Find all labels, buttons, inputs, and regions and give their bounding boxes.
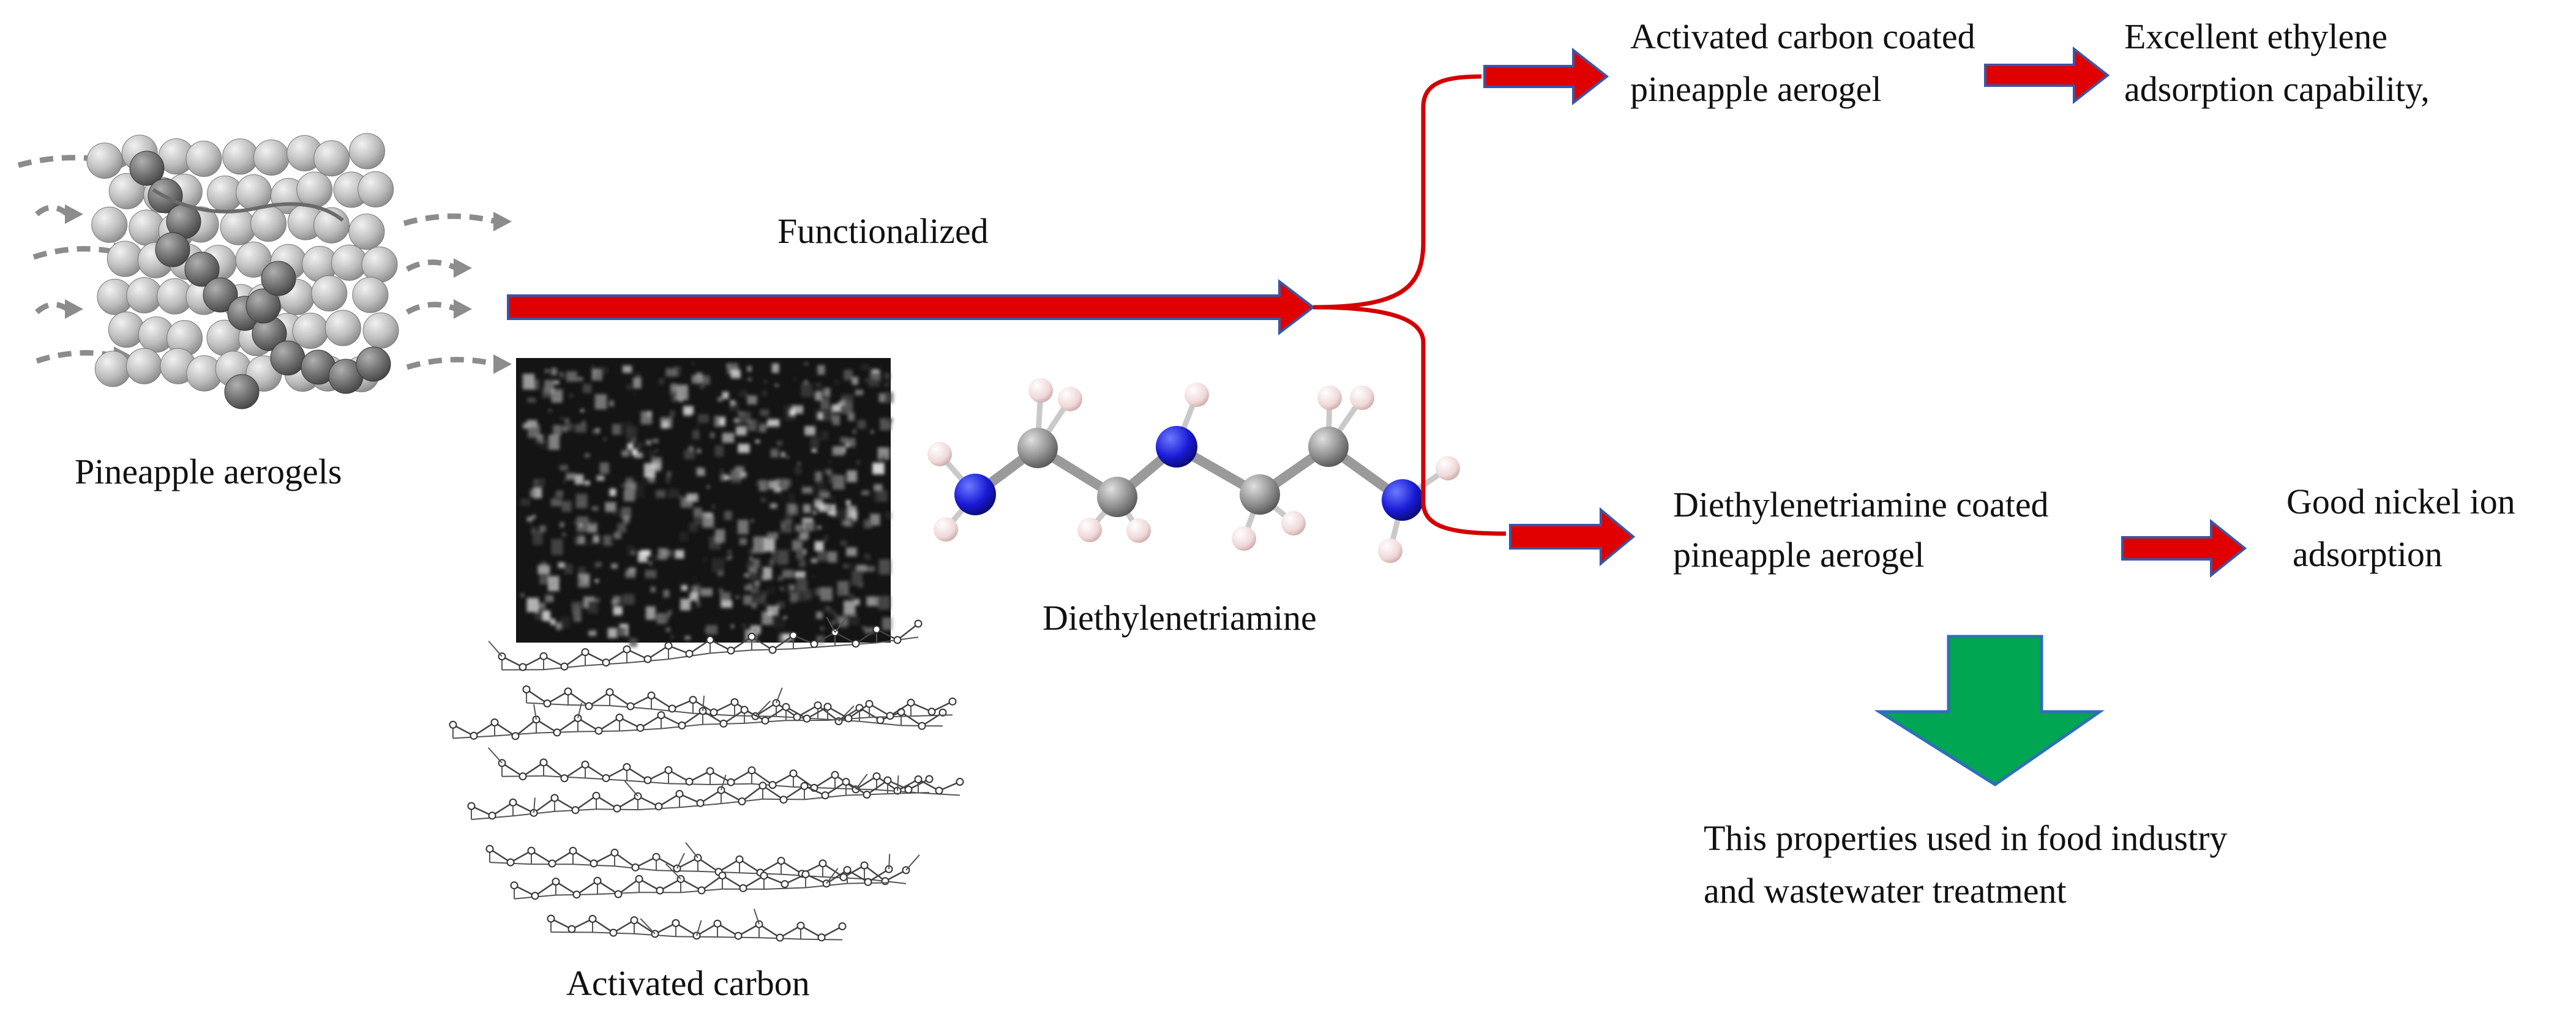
down-arrow-applications xyxy=(1874,635,2105,786)
hydrogen-atom xyxy=(1378,539,1402,563)
label-functionalized: Functionalized xyxy=(777,211,989,251)
carbon-atom xyxy=(1240,474,1280,515)
label-diethylenetriamine: Diethylenetriamine xyxy=(1043,598,1317,638)
branch-line-upper xyxy=(1312,74,1482,310)
label-applications-line1: This properties used in food industry xyxy=(1704,818,2228,858)
hydrogen-atom xyxy=(934,517,958,542)
hydrogen-atom xyxy=(1028,378,1053,403)
label-nickel-line2: adsorption xyxy=(2293,534,2443,574)
carbon-atom xyxy=(1308,427,1349,467)
nitrogen-atom xyxy=(954,474,996,515)
carbon-atom xyxy=(1097,477,1137,517)
nitrogen-atom xyxy=(1382,479,1423,521)
carbon-lattice-icon xyxy=(449,616,964,942)
arrow-to-nickel xyxy=(2121,518,2247,578)
label-nickel-line1: Good nickel ion xyxy=(2286,482,2515,521)
nitrogen-atom xyxy=(1156,426,1197,468)
aerogel-particle-icon xyxy=(17,133,512,409)
activated-carbon-micrograph xyxy=(516,358,894,647)
label-ethylene-line1: Excellent ethylene xyxy=(2124,17,2387,56)
hydrogen-atom xyxy=(1185,382,1209,407)
hydrogen-atom xyxy=(1126,518,1151,543)
label-deta-coated-line1: Diethylenetriamine coated xyxy=(1673,485,2049,524)
diethylenetriamine-molecule-icon xyxy=(927,378,1460,563)
label-deta-coated-line2: pineapple aerogel xyxy=(1673,535,1925,575)
hydrogen-atom xyxy=(927,442,952,466)
hydrogen-atom xyxy=(1436,456,1460,480)
arrow-to-deta-coated xyxy=(1509,507,1636,567)
arrow-to-ethylene xyxy=(1984,46,2110,105)
label-pineapple-aerogels: Pineapple aerogels xyxy=(75,452,342,491)
hydrogen-atom xyxy=(1232,526,1256,551)
hydrogen-atom xyxy=(1058,387,1082,411)
hydrogen-atom xyxy=(1317,386,1342,410)
functionalized-arrow xyxy=(507,278,1316,336)
label-activated-carbon: Activated carbon xyxy=(566,963,810,1003)
arrow-to-ac-coated xyxy=(1483,47,1609,106)
label-ac-coated-line1: Activated carbon coated xyxy=(1630,17,1975,56)
hydrogen-atom xyxy=(1350,386,1374,410)
label-applications-line2: and wastewater treatment xyxy=(1704,871,2067,911)
carbon-atom xyxy=(1017,428,1058,468)
label-ethylene-line2: adsorption capability, xyxy=(2124,69,2430,109)
hydrogen-atom xyxy=(1077,518,1102,542)
branch-line-lower xyxy=(1312,305,1507,536)
hydrogen-atom xyxy=(1281,511,1306,535)
label-ac-coated-line2: pineapple aerogel xyxy=(1630,69,1882,109)
